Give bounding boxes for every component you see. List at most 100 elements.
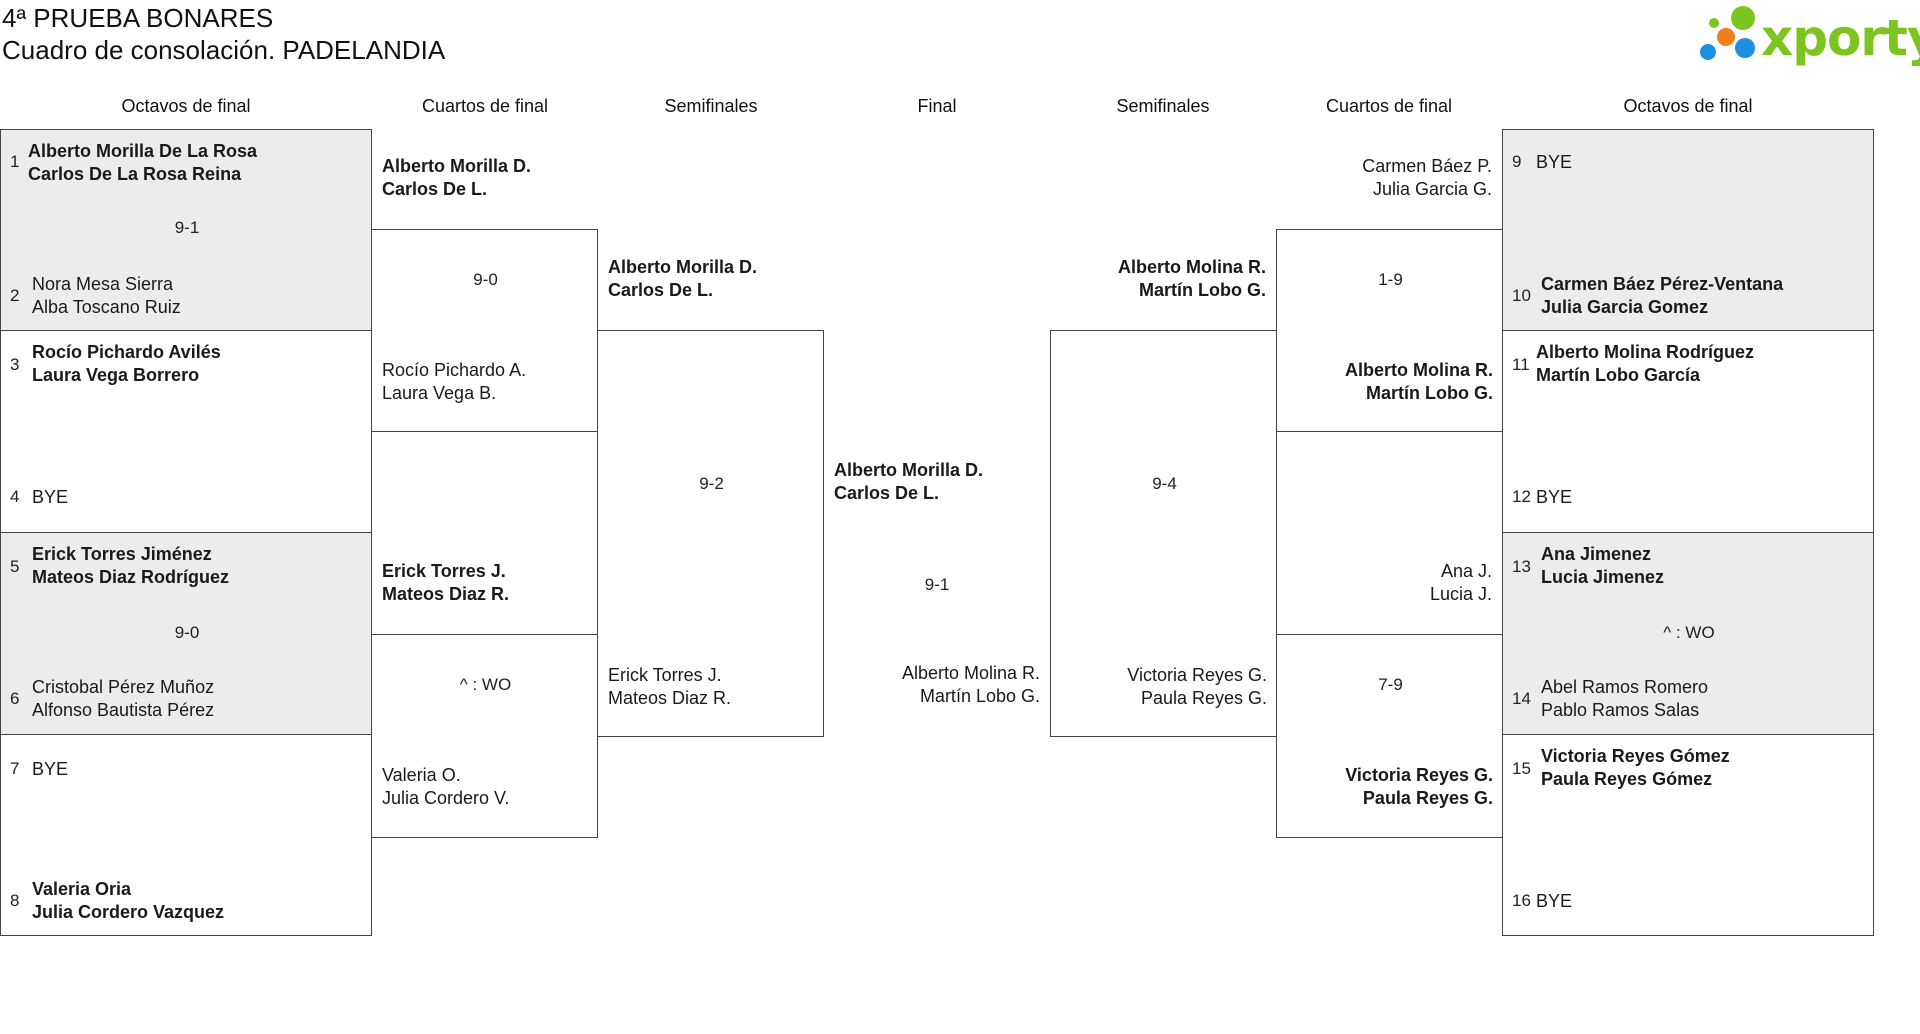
player-name: Lucia J. xyxy=(1429,584,1492,604)
column-header-left-qf: Cuartos de final xyxy=(421,96,549,116)
match-right-r16-3: 13 Ana Jimenez Lucia Jimenez ^ : WO 14 A… xyxy=(1502,532,1874,735)
seed-number: 8 xyxy=(10,891,20,910)
team-loser: Valeria O. Julia Cordero V. xyxy=(382,764,509,810)
left-sf-top-team: Alberto Morilla D. Carlos De L. xyxy=(608,256,757,302)
player-name: Alberto Morilla D. xyxy=(608,257,758,277)
match-score: 9-1 xyxy=(174,218,200,237)
player-name: Alberto Molina R. xyxy=(901,663,1040,683)
team-winner: Victoria Reyes Gómez Paula Reyes Gómez xyxy=(1541,745,1730,791)
player-name: Laura Vega B. xyxy=(382,383,497,403)
player-name: Abel Ramos Romero xyxy=(1541,677,1709,697)
team-bye: BYE xyxy=(1536,151,1572,174)
team-winner: Alberto Morilla De La Rosa Carlos De La … xyxy=(28,140,257,186)
match-left-r16-2: 3 Rocío Pichardo Avilés Laura Vega Borre… xyxy=(0,330,372,533)
team-bye: BYE xyxy=(1536,486,1572,509)
logo-dot-blue-2 xyxy=(1735,38,1755,58)
player-name: BYE xyxy=(1536,891,1573,911)
player-name: Alba Toscano Ruiz xyxy=(32,297,181,317)
team-winner: Erick Torres Jiménez Mateos Diaz Rodrígu… xyxy=(32,543,229,589)
player-name: Julia Cordero V. xyxy=(382,788,510,808)
player-name: BYE xyxy=(1536,152,1573,172)
team-winner: Alberto Molina R. Martín Lobo G. xyxy=(1277,359,1493,405)
player-name: Alberto Molina Rodríguez xyxy=(1536,342,1754,362)
player-name: Ana J. xyxy=(1440,561,1492,581)
xporty-logo: xporty xyxy=(1695,4,1920,70)
match-left-qf-1: 9-0 Rocío Pichardo A. Laura Vega B. xyxy=(371,229,598,432)
final-score: 9-1 xyxy=(924,575,950,594)
team-bye: BYE xyxy=(32,486,68,509)
player-name: Valeria Oria xyxy=(32,879,132,899)
title-line-1: 4ª PRUEBA BONARES xyxy=(2,3,274,33)
match-score: 9-0 xyxy=(473,270,498,289)
player-name: Alfonso Bautista Pérez xyxy=(32,700,215,720)
player-name: Paula Reyes G. xyxy=(1140,688,1267,708)
seed-number: 12 xyxy=(1512,487,1531,506)
match-right-qf-1: 1-9 Alberto Molina R. Martín Lobo G. xyxy=(1276,229,1503,432)
player-name: Carmen Báez Pérez-Ventana xyxy=(1541,274,1784,294)
match-left-r16-1: 1 Alberto Morilla De La Rosa Carlos De L… xyxy=(0,129,372,331)
final-runner-up-team: Alberto Molina R. Martín Lobo G. xyxy=(824,662,1040,708)
player-name: Mateos Diaz R. xyxy=(608,688,732,708)
column-header-right-sf: Semifinales xyxy=(1116,96,1210,116)
team-loser: Victoria Reyes G. Paula Reyes G. xyxy=(1051,664,1267,710)
seed-number: 2 xyxy=(10,286,20,305)
player-name: Carlos De L. xyxy=(834,483,940,503)
player-name: Pablo Ramos Salas xyxy=(1541,700,1700,720)
match-right-qf-2: 7-9 Victoria Reyes G. Paula Reyes G. xyxy=(1276,634,1503,838)
player-name: Cristobal Pérez Muñoz xyxy=(32,677,215,697)
team-winner: Carmen Báez Pérez-Ventana Julia Garcia G… xyxy=(1541,273,1783,319)
player-name: Paula Reyes Gómez xyxy=(1541,769,1713,789)
player-name: Alberto Morilla De La Rosa xyxy=(28,141,258,161)
right-qf-2-top-team: Ana J. Lucia J. xyxy=(1276,560,1492,606)
column-header-final: Final xyxy=(917,96,957,116)
match-right-r16-2: 11 Alberto Molina Rodríguez Martín Lobo … xyxy=(1502,330,1874,533)
team-winner: Valeria Oria Julia Cordero Vazquez xyxy=(32,878,224,924)
seed-number: 16 xyxy=(1512,891,1531,910)
player-name: Alberto Molina R. xyxy=(1345,360,1493,380)
team-loser: Rocío Pichardo A. Laura Vega B. xyxy=(382,359,526,405)
player-name: Martín Lobo G. xyxy=(1139,280,1266,300)
team-winner: Ana Jimenez Lucia Jimenez xyxy=(1541,543,1664,589)
seed-number: 1 xyxy=(10,152,20,171)
player-name: Martín Lobo García xyxy=(1536,365,1701,385)
team-winner: Alberto Molina Rodríguez Martín Lobo Gar… xyxy=(1536,341,1754,387)
column-header-left-sf: Semifinales xyxy=(664,96,758,116)
player-name: Martín Lobo G. xyxy=(919,686,1040,706)
player-name: Valeria O. xyxy=(382,765,461,785)
team-winner: Rocío Pichardo Avilés Laura Vega Borrero xyxy=(32,341,221,387)
team-loser: Erick Torres J. Mateos Diaz R. xyxy=(608,664,731,710)
player-name: Alberto Morilla D. xyxy=(382,156,532,176)
player-name: Mateos Diaz R. xyxy=(382,584,510,604)
team-loser: Cristobal Pérez Muñoz Alfonso Bautista P… xyxy=(32,676,214,722)
team-winner: Victoria Reyes G. Paula Reyes G. xyxy=(1277,764,1493,810)
column-header-right-qf: Cuartos de final xyxy=(1325,96,1453,116)
player-name: Rocío Pichardo Avilés xyxy=(32,342,221,362)
team-bye: BYE xyxy=(1536,890,1572,913)
match-right-r16-1: 9 BYE 10 Carmen Báez Pérez-Ventana Julia… xyxy=(1502,129,1874,331)
match-score: 9-0 xyxy=(174,623,200,642)
player-name: Alberto Molina R. xyxy=(1118,257,1266,277)
match-right-r16-4: 15 Victoria Reyes Gómez Paula Reyes Góme… xyxy=(1502,734,1874,936)
seed-number: 9 xyxy=(1512,152,1522,171)
seed-number: 6 xyxy=(10,689,20,708)
player-name: Paula Reyes G. xyxy=(1362,788,1493,808)
seed-number: 4 xyxy=(10,487,20,506)
player-name: Carmen Báez P. xyxy=(1362,156,1492,176)
match-left-sf: 9-2 Erick Torres J. Mateos Diaz R. xyxy=(597,330,824,737)
player-name: Victoria Reyes Gómez xyxy=(1541,746,1730,766)
match-score: 9-2 xyxy=(699,474,724,493)
right-qf-1-top-team: Carmen Báez P. Julia Garcia G. xyxy=(1276,155,1492,201)
match-left-r16-4: 7 BYE 8 Valeria Oria Julia Cordero Vazqu… xyxy=(0,734,372,936)
match-score: 9-4 xyxy=(1152,474,1177,493)
player-name: BYE xyxy=(32,487,69,507)
team-loser: Abel Ramos Romero Pablo Ramos Salas xyxy=(1541,676,1708,722)
seed-number: 14 xyxy=(1512,689,1531,708)
seed-number: 15 xyxy=(1512,759,1531,778)
match-left-qf-2: ^ : WO Valeria O. Julia Cordero V. xyxy=(371,634,598,838)
player-name: Victoria Reyes G. xyxy=(1345,765,1493,785)
left-qf-1-top-team: Alberto Morilla D. Carlos De L. xyxy=(382,155,531,201)
player-name: Mateos Diaz Rodríguez xyxy=(32,567,230,587)
logo-dot-orange xyxy=(1717,28,1735,46)
player-name: Lucia Jimenez xyxy=(1541,567,1665,587)
team-loser: Nora Mesa Sierra Alba Toscano Ruiz xyxy=(32,273,181,319)
